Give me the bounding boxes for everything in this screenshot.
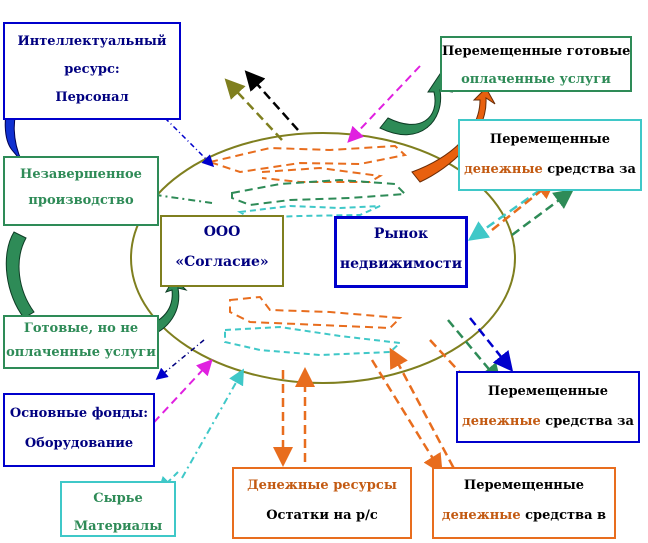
- finished-line-1: Готовые, но не: [23, 321, 139, 336]
- intellectual-resource-box: Интеллектуальный ресурс: Персонал: [3, 22, 181, 120]
- arrow-teal-dotted: [181, 368, 244, 479]
- wip-box: Незавершенное производство: [3, 156, 159, 226]
- finished-line-2: оплаченные услуги: [6, 345, 156, 360]
- moved-funds-1-rest: средства за: [547, 162, 636, 177]
- moved-funds-3-word: денежные: [441, 508, 521, 523]
- raw-line-1: Сырье: [93, 491, 143, 506]
- arrow-blue-down: [469, 317, 514, 372]
- fixed-assets-line-2: Оборудование: [24, 436, 134, 451]
- moved-services-box: Перемещенные готовые оплаченные услуги: [440, 36, 632, 92]
- fixed-assets-box: Основные фонды: Оборудование: [3, 393, 155, 467]
- moved-funds-3-line-2: денежные средства в: [434, 501, 614, 531]
- raw-materials-box: Сырье Материалы: [60, 481, 176, 537]
- company-line-1: ООО: [203, 224, 241, 240]
- cash-line-1: Денежные ресурсы: [247, 478, 397, 493]
- raw-line-2: Материалы: [73, 519, 163, 534]
- intellectual-line-3: Персонал: [55, 90, 129, 105]
- moved-funds-1-line-1: Перемещенные: [489, 132, 611, 147]
- swoosh-green-wip: [5, 231, 35, 319]
- arrow-green-out: [511, 189, 575, 237]
- arrow-blue-dotted: [164, 117, 215, 168]
- moved-funds-2-line-1: Перемещенные: [487, 384, 609, 399]
- cash-line-2: Остатки на р/с: [266, 508, 378, 523]
- flow-loop-top-orange: [206, 144, 408, 174]
- intellectual-line-2: ресурс:: [64, 62, 120, 77]
- moved-funds-3-line-1: Перемещенные: [463, 478, 585, 493]
- moved-services-line-2: оплаченные услуги: [461, 72, 611, 87]
- finished-services-box: Готовые, но не оплаченные услуги: [3, 315, 159, 369]
- arrow-navy-dotted: [155, 339, 205, 380]
- moved-funds-box-3: Перемещенные денежные средства в: [432, 467, 616, 539]
- moved-funds-1-word: денежные: [464, 162, 543, 177]
- fixed-assets-line-1: Основные фонды:: [9, 406, 149, 421]
- swoosh-orange: [411, 87, 496, 183]
- wip-line-1: Незавершенное: [20, 167, 142, 182]
- moved-funds-1-line-2: денежные средства за: [460, 155, 640, 185]
- flow-loop-bottom-orange: [229, 295, 403, 330]
- moved-funds-2-rest: средства за: [545, 414, 634, 429]
- wip-line-2: производство: [28, 193, 134, 208]
- market-line-1: Рынок: [373, 226, 429, 242]
- moved-services-line-1: Перемещенные готовые: [442, 44, 631, 59]
- moved-funds-2-word: денежные: [462, 414, 541, 429]
- moved-funds-box-2: Перемещенные денежные средства за: [456, 371, 640, 443]
- arrow-orange-down-2: [370, 359, 443, 475]
- intellectual-line-1: Интеллектуальный: [17, 34, 167, 49]
- arrow-magenta-in: [347, 65, 421, 143]
- moved-funds-2-line-2: денежные средства за: [458, 407, 638, 437]
- main-ellipse: [130, 132, 516, 384]
- cash-resources-box: Денежные ресурсы Остатки на р/с: [232, 467, 412, 539]
- company-box: ООО «Согласие»: [160, 215, 284, 287]
- company-line-2: «Согласие»: [175, 254, 269, 270]
- market-box: Рынок недвижимости: [334, 216, 468, 288]
- arrow-green-dotted: [138, 186, 213, 204]
- arrow-magenta-left: [144, 359, 213, 433]
- flow-loop-top-green: [231, 178, 408, 207]
- arrow-olive-up: [224, 78, 283, 141]
- market-line-2: недвижимости: [339, 256, 463, 272]
- arrow-orange-up-2: [389, 347, 462, 481]
- moved-funds-box-1: Перемещенные денежные средства за: [458, 119, 642, 191]
- arrow-teal-in: [467, 188, 541, 241]
- arrow-black-up: [244, 70, 299, 131]
- moved-funds-3-rest: средства в: [525, 508, 607, 523]
- flow-loop-top-orange-2: [261, 166, 383, 183]
- flow-loop-bottom-teal: [224, 325, 403, 357]
